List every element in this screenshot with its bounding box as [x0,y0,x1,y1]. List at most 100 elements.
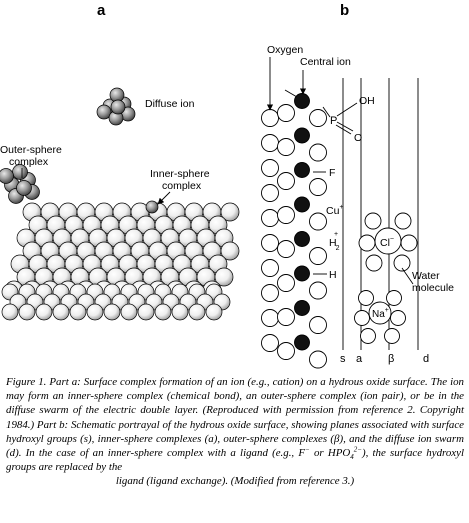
surface-hydroxyl-oxygen [309,281,327,300]
diffuse-ion-atom [110,99,126,115]
h2-charge: + [334,231,338,238]
oxygen-atom [261,134,279,152]
water-molecule [390,310,406,326]
o-label: O [354,132,362,144]
oxygen-atom [277,206,295,224]
water-molecule [364,212,382,230]
oxygen-atom [261,234,279,252]
diffuse-ion-atom [96,104,112,120]
panel-a-drawing: Diffuse ion Outer-sphere complex Inner-s… [0,87,240,321]
caption-f-charge: − [305,445,310,454]
surface-atom [137,303,155,321]
surface-atom [35,303,53,321]
water-molecule [354,310,370,326]
caption-hpo-sub: 4 [350,453,354,462]
inner-sphere-label-line2: complex [162,180,202,192]
surface-hydroxyl-oxygen [309,212,327,231]
p-o-bond [322,106,331,118]
oxygen-atom [277,274,295,292]
surface-hydroxyl-oxygen [309,247,327,265]
outer-sphere-atom [0,168,14,184]
oxygen-atom [277,172,295,190]
surface-atom [52,303,70,321]
central-ion-atom [294,265,310,282]
surface-atom [220,202,240,222]
p-oh-bond [336,102,358,117]
f-label: F [329,167,335,179]
cl-label: Cl− [380,236,394,249]
water-molecule [400,234,418,252]
outer-sphere-atom [16,180,32,196]
surface-atom [154,303,172,321]
water-molecule [386,290,402,306]
na-label: Na+ [372,307,389,320]
figure-caption: Figure 1. Part a: Surface complex format… [6,375,464,489]
oxygen-atom [261,159,279,177]
surface-atom [1,303,19,321]
surface-atom [220,241,240,261]
p-label: P [330,115,337,127]
water-molecule [384,328,400,344]
p-o-double-bond-2 [335,124,352,135]
h-label: H [329,269,337,281]
central-ion-atom [294,162,310,178]
water-label-line1: Water [412,270,440,282]
water-leader [401,267,414,285]
caption-text-3: ), the surface hydroxyl groups are repla… [6,447,464,474]
central-ion-label: Central ion [300,56,351,68]
oxygen-atom [261,259,279,277]
surface-hydroxyl-oxygen [309,143,327,162]
surface-atom [18,303,36,321]
oh-label: OH [359,95,375,107]
central-ion-atom [294,300,310,316]
plane-beta-label: β [388,353,394,365]
surface-hydroxyl-oxygen [309,350,327,369]
central-ion-atom [294,334,310,351]
oxide-surface-spheres [1,200,240,321]
surface-atom [69,303,87,321]
water-molecule [393,254,411,272]
sodium-ion [368,301,392,325]
caption-text: Figure 1. Part a: Surface complex format… [6,376,464,460]
outer-sphere-complex-cluster [0,164,40,204]
surface-atom [205,303,223,321]
caption-hpo-charge: 2− [353,445,362,454]
panel-b-letter: b [340,2,350,19]
inner-sphere-label-line1: Inner-sphere [150,168,210,180]
water-molecule [394,212,412,230]
caption-text-2: or HPO [309,447,351,460]
water-molecule [358,290,374,306]
central-ion-atom [294,93,310,109]
chloride-hydration-shell [358,212,418,272]
oxygen-atom [261,109,279,127]
cu-label: Cu+ [326,204,344,217]
oxygen-atom [261,334,279,352]
inner-sphere-arrow [157,191,171,205]
water-molecule [360,328,376,344]
panel-a-letter: a [97,2,106,19]
surface-hydroxyl-oxygen [309,109,327,127]
plane-s-label: s [340,353,346,365]
caption-last-line: ligand (ligand exchange). (Modified from… [115,475,355,488]
oxygen-atom [261,284,279,302]
oxygen-atom [277,342,295,360]
oxygen-label: Oxygen [267,44,303,56]
panel-b-drawing: s a β d Oxygen Central ion P OH O F Cu+ … [261,44,454,369]
chloride-ion [374,227,402,255]
outer-sphere-label-line1: Outer-sphere [0,144,62,156]
oxygen-atom [261,184,279,202]
oxygen-atom [277,138,295,156]
surface-hydroxyl-oxygen [309,316,327,334]
diffuse-ion-cluster [96,87,136,126]
outer-sphere-label-line2: complex [9,156,49,168]
surface-atom [120,303,138,321]
surface-bond [284,89,298,98]
oxide-lattice [261,89,327,369]
central-ion-atom [294,196,310,213]
figure-drawing: Diffuse ion Outer-sphere complex Inner-s… [0,44,454,369]
water-molecule [358,234,376,252]
oxygen-atom [277,240,295,258]
central-ion-atom [294,231,310,247]
surface-atom [214,267,234,287]
surface-atom [86,303,104,321]
